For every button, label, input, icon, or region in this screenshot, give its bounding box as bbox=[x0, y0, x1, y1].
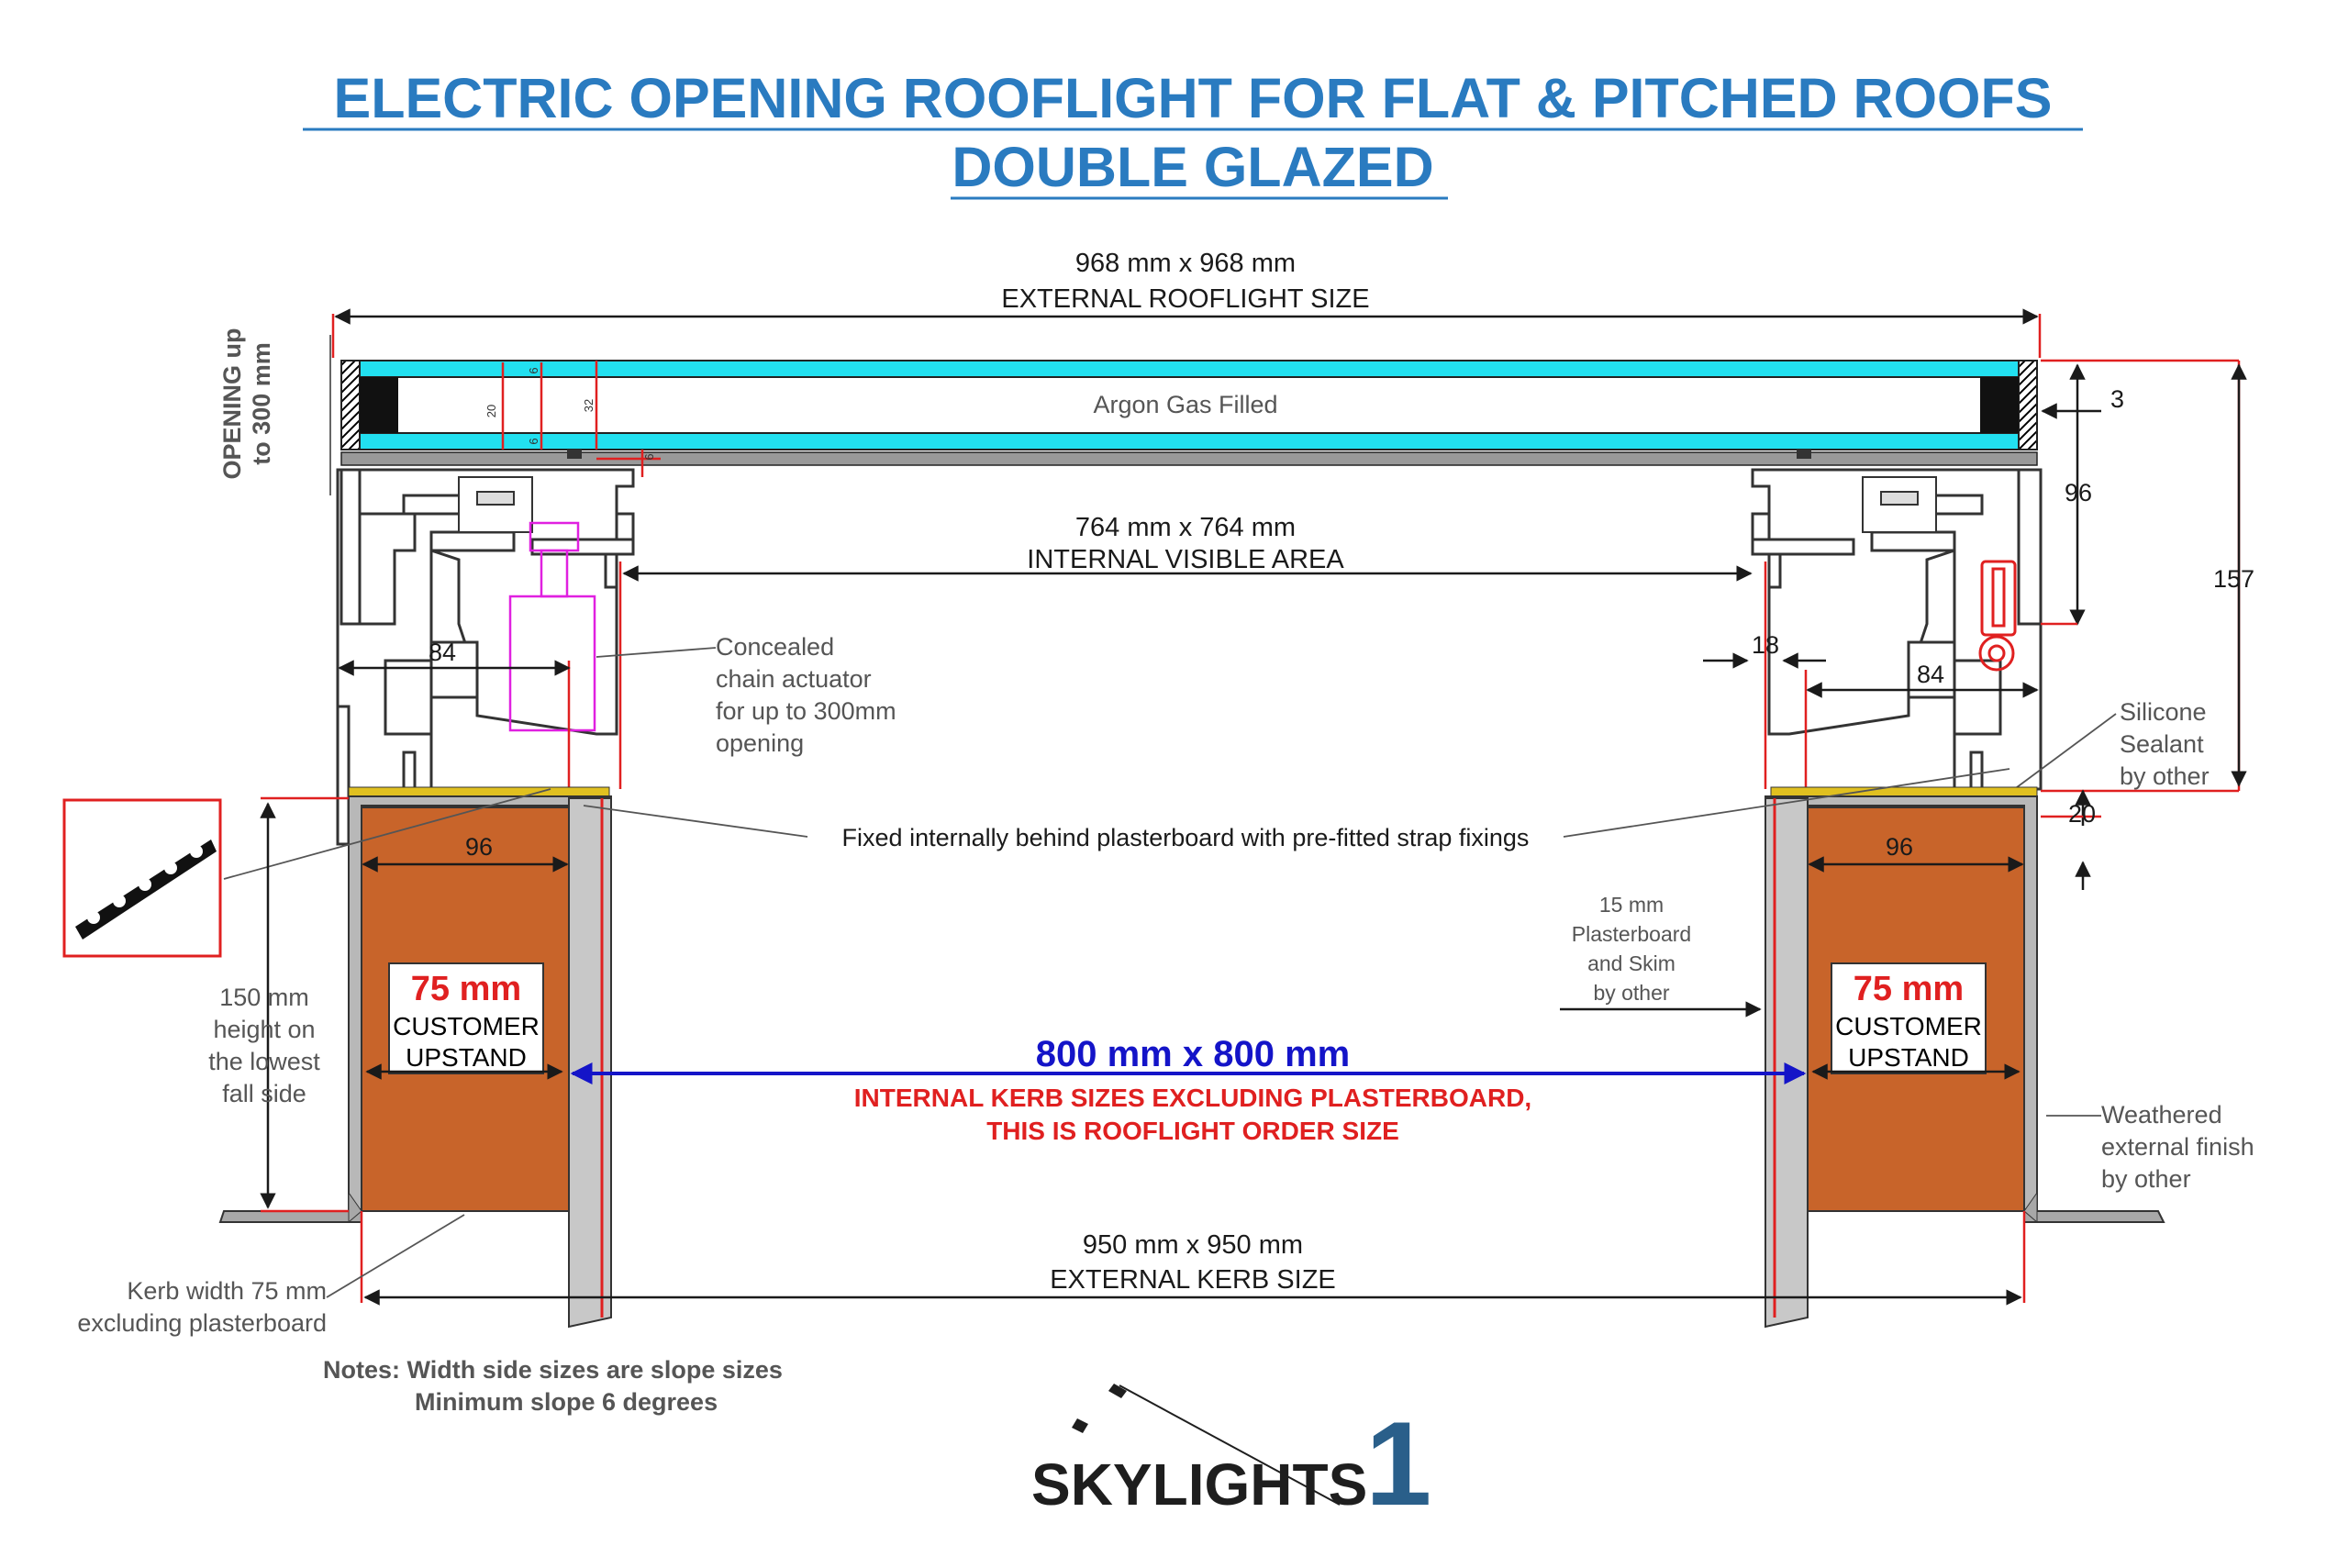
hinge-arm bbox=[1978, 560, 2017, 672]
weathered-line-2: external finish bbox=[2101, 1133, 2254, 1161]
right-84: 84 bbox=[1917, 661, 1944, 688]
fixing-note: Fixed internally behind plasterboard wit… bbox=[842, 824, 1530, 851]
glass-dim-6c: 6 bbox=[642, 453, 656, 460]
actuator-line-3: for up to 300mm bbox=[716, 697, 896, 725]
fixing-leader-left bbox=[583, 805, 808, 838]
order-size-line-1: INTERNAL KERB SIZES EXCLUDING PLASTERBOA… bbox=[854, 1084, 1531, 1112]
glass-dim-20: 20 bbox=[484, 405, 498, 417]
strap-fixing-inset bbox=[62, 798, 222, 958]
glass-unit bbox=[340, 360, 2038, 466]
right-seal-strip bbox=[1770, 786, 2038, 797]
plasterboard-line-3: and Skim bbox=[1587, 951, 1675, 975]
fixing-leader-right bbox=[1563, 768, 2010, 838]
notes-line-2: Minimum slope 6 degrees bbox=[415, 1388, 718, 1416]
right-dim-96: 96 bbox=[2065, 479, 2092, 506]
right-dim-20: 20 bbox=[2068, 800, 2096, 828]
left-upstand-label: 75 mm CUSTOMER UPSTAND bbox=[388, 962, 544, 1074]
left-seal-strip bbox=[348, 786, 610, 797]
opening-line-1: OPENING up bbox=[218, 328, 246, 479]
silicone-line-3: by other bbox=[2120, 762, 2210, 790]
kerb-width-leader bbox=[326, 1214, 465, 1298]
title-line-1: ELECTRIC OPENING ROOFLIGHT FOR FLAT & PI… bbox=[334, 67, 2053, 129]
actuator-line-4: opening bbox=[716, 729, 804, 757]
right-upstand-size: 75 mm bbox=[1854, 970, 1964, 1008]
silicone-line-1: Silicone bbox=[2120, 698, 2207, 726]
actuator-line-1: Concealed bbox=[716, 633, 834, 661]
opening-label: OPENING up to 300 mm bbox=[218, 328, 275, 479]
title-line-2: DOUBLE GLAZED bbox=[952, 136, 1433, 198]
internal-visible-value: 764 mm x 764 mm bbox=[1075, 513, 1296, 542]
order-size-line-2: THIS IS ROOFLIGHT ORDER SIZE bbox=[986, 1117, 1399, 1145]
internal-visible-label: INTERNAL VISIBLE AREA bbox=[1027, 545, 1344, 574]
glass-dim-6b: 6 bbox=[527, 438, 540, 444]
silicone-leader bbox=[2009, 713, 2117, 794]
height-line-1: 150 mm bbox=[219, 984, 309, 1011]
left-upstand-line-1: CUSTOMER bbox=[393, 1012, 540, 1040]
logo-text: SKYLIGHTS bbox=[1031, 1451, 1367, 1518]
strap-leader bbox=[223, 788, 551, 880]
right-roof-flashing bbox=[2023, 1210, 2165, 1223]
logo-number: 1 bbox=[1365, 1396, 1431, 1530]
actuator-line-2: chain actuator bbox=[716, 665, 872, 693]
argon-gas-label: Argon Gas Filled bbox=[1093, 391, 1277, 418]
order-size-value: 800 mm x 800 mm bbox=[1036, 1034, 1350, 1074]
glass-dim-32: 32 bbox=[582, 399, 596, 412]
opening-line-2: to 300 mm bbox=[248, 342, 275, 465]
external-kerb-label: EXTERNAL KERB SIZE bbox=[1050, 1265, 1336, 1295]
right-upstand-line-1: CUSTOMER bbox=[1835, 1012, 1982, 1040]
glass-dim-6a: 6 bbox=[527, 367, 540, 373]
external-kerb-value: 950 mm x 950 mm bbox=[1083, 1230, 1303, 1260]
actuator-leader bbox=[596, 647, 717, 658]
right-frame-profile bbox=[1751, 468, 2043, 791]
left-upstand-size: 75 mm bbox=[411, 970, 521, 1008]
left-84: 84 bbox=[429, 639, 456, 666]
right-dimensions bbox=[2041, 359, 2247, 890]
glass-thickness-dims: 20 6 6 32 6 bbox=[484, 361, 661, 477]
external-size-label: EXTERNAL ROOFLIGHT SIZE bbox=[1001, 284, 1369, 314]
right-upstand-line-2: UPSTAND bbox=[1848, 1043, 1969, 1072]
left-roof-flashing bbox=[218, 1210, 362, 1223]
right-dim-157: 157 bbox=[2213, 565, 2254, 593]
left-96: 96 bbox=[465, 833, 493, 861]
dim-18: 18 bbox=[1752, 631, 1779, 659]
skylights-logo: SKYLIGHTS 1 bbox=[1031, 1384, 1431, 1530]
plasterboard-line-1: 15 mm bbox=[1599, 893, 1664, 917]
kerb-width-line-1: Kerb width 75 mm bbox=[127, 1277, 327, 1305]
plasterboard-line-2: Plasterboard bbox=[1572, 922, 1691, 946]
height-line-2: height on bbox=[213, 1016, 315, 1043]
height-line-3: the lowest bbox=[208, 1048, 320, 1075]
external-size-value: 968 mm x 968 mm bbox=[1075, 249, 1296, 278]
notes-line-1: Notes: Width side sizes are slope sizes bbox=[323, 1356, 783, 1384]
kerb-width-line-2: excluding plasterboard bbox=[77, 1309, 327, 1337]
plasterboard-line-4: by other bbox=[1593, 981, 1669, 1005]
left-upstand-line-2: UPSTAND bbox=[406, 1043, 527, 1072]
right-upstand-label: 75 mm CUSTOMER UPSTAND bbox=[1831, 962, 1987, 1074]
height-line-4: fall side bbox=[222, 1080, 306, 1107]
weathered-line-3: by other bbox=[2101, 1165, 2191, 1193]
right-dim-3: 3 bbox=[2110, 385, 2124, 413]
silicone-line-2: Sealant bbox=[2120, 730, 2204, 758]
weathered-line-1: Weathered bbox=[2101, 1101, 2222, 1129]
right-96: 96 bbox=[1886, 833, 1913, 861]
